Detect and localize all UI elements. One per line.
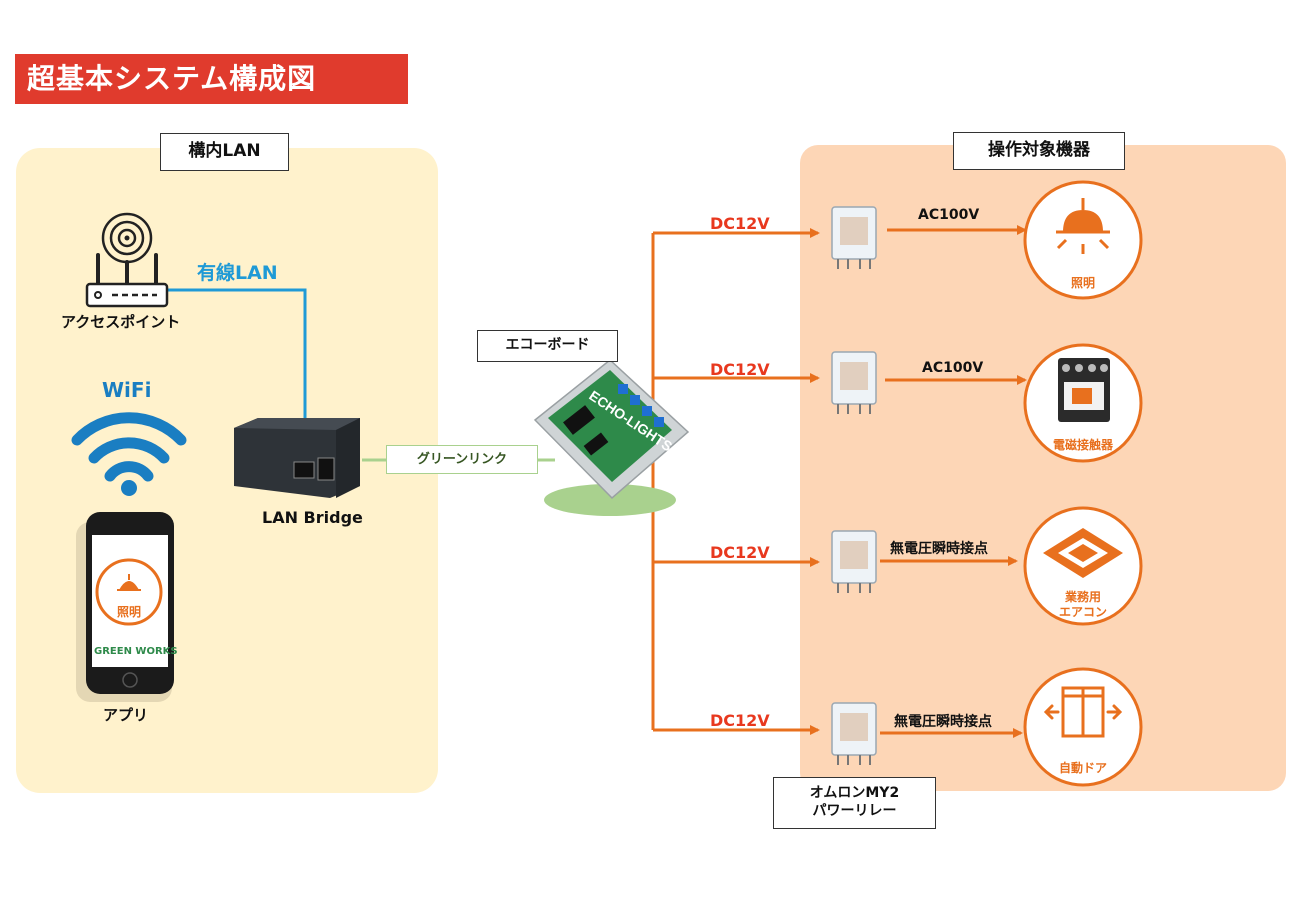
echo-board-label: エコーボード xyxy=(477,330,618,362)
device-caption-door: 自動ドア xyxy=(1058,761,1107,775)
relay-label-line1: オムロンMY2 xyxy=(809,785,900,801)
device-caption-aircon-line1: 業務用 xyxy=(1064,590,1101,604)
app-label: アプリ xyxy=(103,706,149,724)
relay-label-line2: パワーリレー xyxy=(812,803,897,819)
page-title: 超基本システム構成図 xyxy=(15,54,408,104)
access-point-icon xyxy=(85,212,169,308)
wired-lan-line xyxy=(160,288,307,425)
relay-icons xyxy=(831,206,877,765)
smartphone-icon xyxy=(76,512,174,702)
lan-bridge-device xyxy=(234,418,360,498)
connection-label-2: AC100V xyxy=(922,360,984,376)
dc-label-3: DC12V xyxy=(710,543,770,562)
automatic-door-icon xyxy=(1043,686,1123,738)
device-caption-aircon-line2: エアコン xyxy=(1058,605,1107,619)
wifi-icon xyxy=(71,412,187,496)
access-point-label: アクセスポイント xyxy=(61,313,181,331)
relay-label: オムロンMY2 パワーリレー xyxy=(773,777,936,829)
dc-label-1: DC12V xyxy=(710,214,770,233)
ceiling-aircon-icon xyxy=(1043,528,1123,578)
wifi-label: WiFi xyxy=(102,378,152,402)
dc-branch-lines xyxy=(651,228,820,735)
device-zone-label: 操作対象機器 xyxy=(953,132,1125,170)
pendant-lamp-icon xyxy=(1056,198,1110,254)
device-caption-lighting: 照明 xyxy=(1070,276,1095,290)
dc-label-2: DC12V xyxy=(710,360,770,379)
green-link-label: グリーンリンク xyxy=(386,445,538,474)
wired-lan-label: 有線LAN xyxy=(197,262,278,284)
app-brand: GREEN WORKS xyxy=(94,646,178,657)
connection-label-4: 無電圧瞬時接点 xyxy=(894,714,992,730)
lan-zone-label: 構内LAN xyxy=(160,133,289,171)
relay-to-device-lines xyxy=(880,225,1027,738)
contactor-icon xyxy=(1058,358,1110,422)
echo-board-device: ECHO-LIGHTS xyxy=(533,359,690,516)
device-caption-contactor: 電磁接触器 xyxy=(1052,438,1113,452)
lan-bridge-label: LAN Bridge xyxy=(262,508,363,527)
connection-label-3: 無電圧瞬時接点 xyxy=(890,541,988,557)
app-screen-label: 照明 xyxy=(116,605,141,619)
dc-label-4: DC12V xyxy=(710,711,770,730)
connection-label-1: AC100V xyxy=(918,207,980,223)
